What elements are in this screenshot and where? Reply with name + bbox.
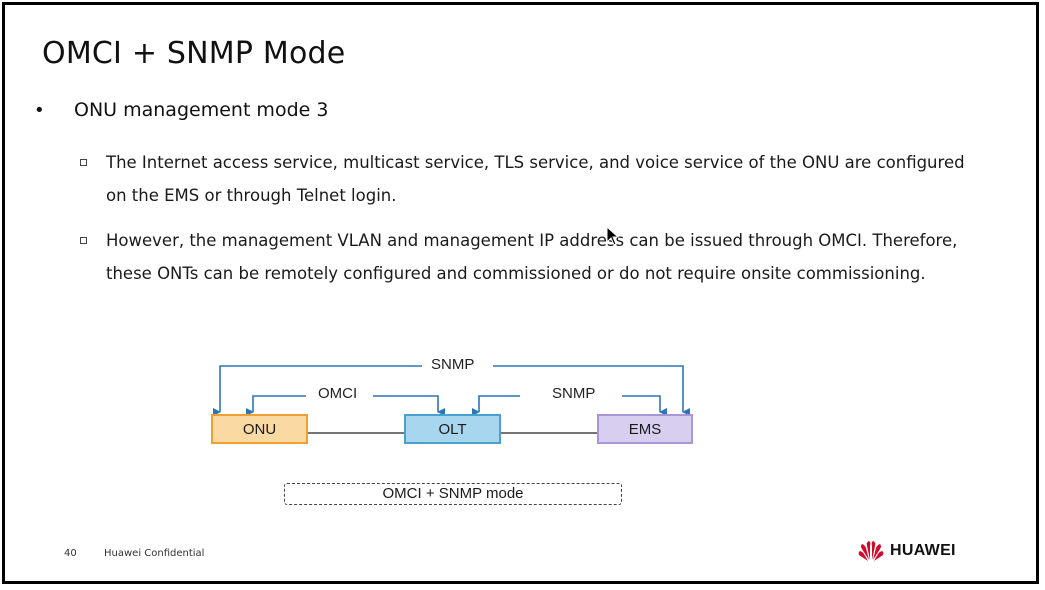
subbullet-1: The Internet access service, multicast s… — [80, 146, 980, 212]
subbullet-1-text: The Internet access service, multicast s… — [106, 153, 965, 205]
ems-node: EMS — [597, 414, 693, 444]
slide-title: OMCI + SNMP Mode — [42, 36, 346, 71]
mode-caption: OMCI + SNMP mode — [284, 483, 622, 505]
snmp-top-label: SNMP — [427, 356, 479, 373]
logo-text: HUAWEI — [890, 542, 956, 559]
page-number: 40 — [64, 548, 77, 559]
mouse-pointer-icon — [606, 226, 620, 246]
subbullet-2-text: However, the management VLAN and managem… — [106, 231, 958, 283]
square-bullet-icon — [80, 159, 87, 166]
onu-node: ONU — [211, 414, 308, 444]
bullet-dot-icon: • — [34, 100, 45, 121]
subbullet-2: However, the management VLAN and managem… — [80, 224, 980, 290]
olt-node: OLT — [404, 414, 501, 444]
bullet-item: • ONU management mode 3 — [34, 99, 328, 121]
square-bullet-icon — [80, 237, 87, 244]
omci-label: OMCI — [314, 385, 362, 402]
huawei-petal-logo-icon — [858, 541, 884, 561]
confidential-label: Huawei Confidential — [104, 548, 205, 559]
huawei-logo: HUAWEI — [858, 540, 956, 562]
bullet-text: ONU management mode 3 — [74, 99, 329, 121]
slide-frame — [2, 2, 1039, 584]
snmp-mid-label: SNMP — [548, 385, 600, 402]
